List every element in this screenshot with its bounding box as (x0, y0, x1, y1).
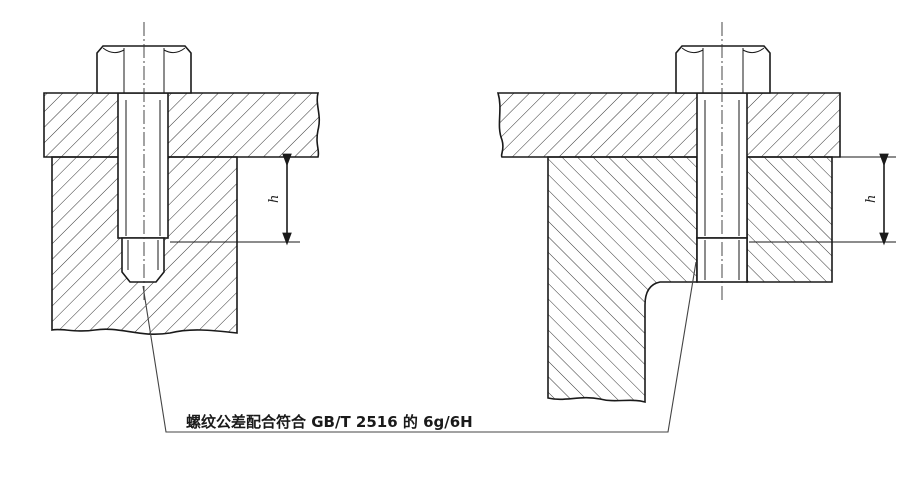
left-top-plate (43, 92, 321, 158)
left-assembly: h (43, 22, 321, 335)
left-dimension-label: h (267, 195, 282, 203)
right-assembly: h (496, 22, 896, 404)
tolerance-note: 螺纹公差配合符合 GB/T 2516 的 6g/6H (186, 413, 473, 431)
right-dimension-label: h (864, 195, 879, 203)
right-hex-head (675, 45, 771, 94)
right-side-block (746, 156, 833, 283)
leader-line (142, 261, 697, 433)
right-top-plate (496, 92, 841, 158)
note-leader: 螺纹公差配合符合 GB/T 2516 的 6g/6H (142, 261, 697, 433)
right-bracket-part (547, 156, 698, 404)
left-bolt-thread-end (121, 237, 165, 283)
